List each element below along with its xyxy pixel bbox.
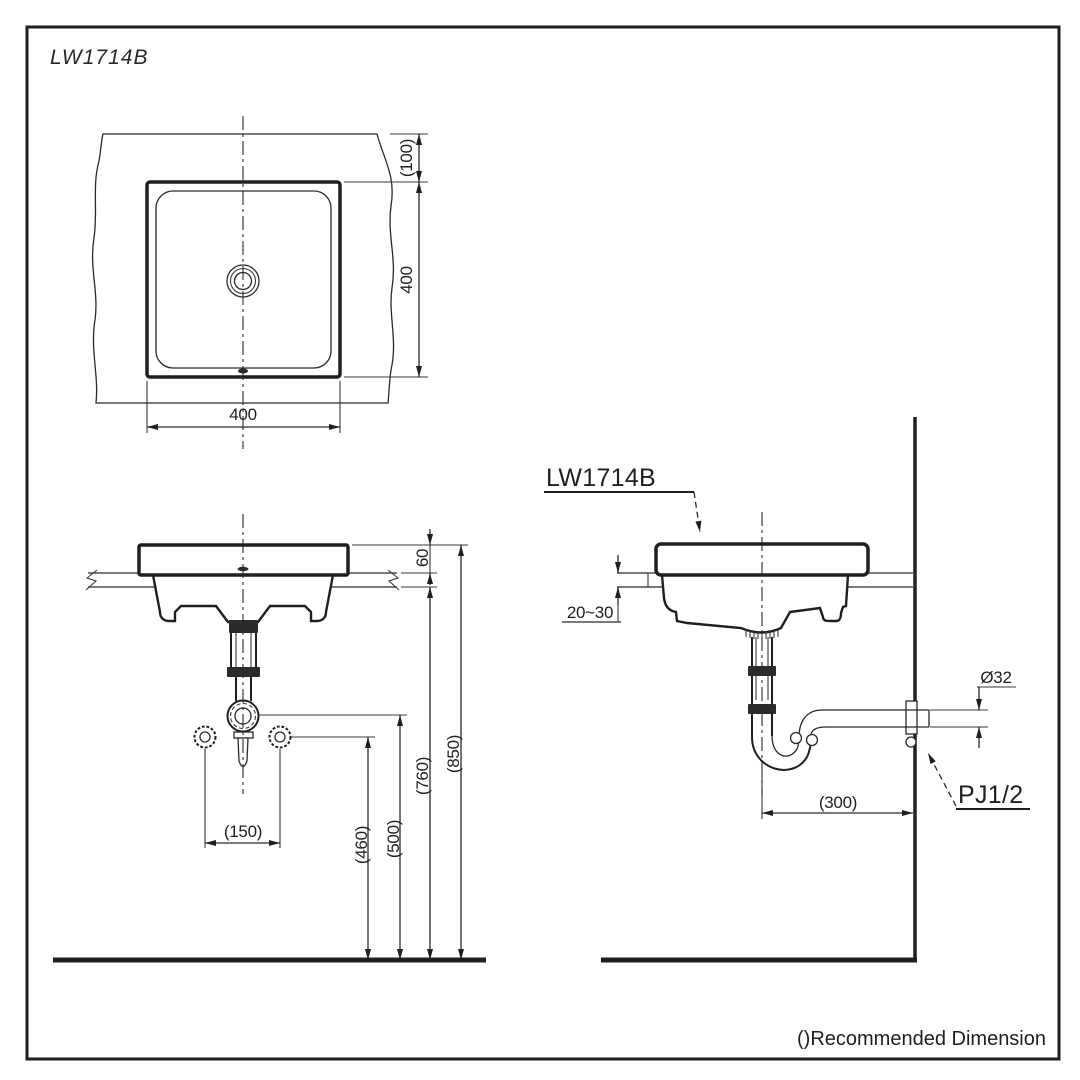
water-supply-right — [268, 725, 292, 749]
leader-line — [927, 752, 957, 807]
dimension-counter-thickness: 20~30 — [562, 555, 621, 623]
escutcheon — [905, 736, 917, 748]
leader-line — [693, 491, 702, 533]
extension-lines — [930, 686, 1016, 728]
dimension-text: 20~30 — [567, 603, 613, 622]
slip-nut-lower — [748, 704, 776, 714]
drawing-title: LW1714B — [50, 46, 148, 69]
dimension-pipe-diameter: Ø32 — [930, 668, 1016, 748]
dimension-drain-to-wall: (300) — [761, 776, 913, 819]
product-label: LW1714B — [546, 464, 656, 492]
dimension-basin-width: 400 — [146, 381, 341, 433]
front-view: (150) (460) (500) 60 (760) (850) — [53, 514, 486, 963]
counter-break-marks — [85, 569, 400, 591]
drain-ribs — [745, 629, 779, 639]
dimension-text: (300) — [819, 793, 857, 812]
dimension-text: (460) — [352, 826, 371, 864]
dimension-text: (150) — [224, 822, 262, 841]
wall-flange — [905, 700, 918, 735]
reference-lines — [259, 714, 407, 738]
extension-lines — [352, 544, 468, 588]
tailpipe-outer — [230, 633, 257, 667]
supply-nut-icon — [193, 725, 217, 749]
fitting-label: PJ1/2 — [958, 781, 1023, 809]
dimension-trap-height: (500) — [384, 715, 403, 960]
dimension-text: Ø32 — [980, 668, 1011, 687]
trap-union-knurl — [229, 702, 257, 730]
tailpipe-side — [751, 637, 773, 737]
drawing-border — [25, 25, 1061, 1061]
union-nut-b — [805, 733, 819, 747]
fitting-callout: PJ1/2 — [927, 752, 1030, 810]
dimension-text: (100) — [397, 139, 416, 177]
drain-flange-side — [745, 629, 779, 639]
counter-outline-broken — [91, 133, 395, 404]
extension-lines — [204, 749, 281, 848]
dimension-supply-height: (460) — [352, 737, 371, 960]
dimension-counter-height: (760) — [413, 587, 433, 960]
dimension-text: 400 — [229, 405, 256, 424]
dimension-text: (850) — [444, 735, 463, 773]
footnote: ()Recommended Dimension — [797, 1028, 1046, 1050]
side-view: Ø32 (300) 20~30 LW1714B PJ1/2 — [544, 417, 1030, 963]
dimension-text: 400 — [397, 266, 416, 293]
dimension-text: 60 — [413, 549, 432, 567]
dimension-rim-above-counter: 60 — [352, 529, 468, 588]
dimension-text: (760) — [413, 757, 432, 795]
top-view: (100) 400 400 — [91, 116, 428, 449]
dimension-rim-height: (850) — [444, 545, 464, 960]
dimension-basin-depth: 400 — [344, 182, 428, 378]
tailpipe-inner — [235, 633, 252, 667]
p-trap — [748, 637, 930, 771]
dimension-text: (500) — [384, 820, 403, 858]
dimension-supply-spacing: (150) — [204, 749, 281, 848]
basin-body-side — [660, 573, 850, 634]
supply-nut-icon — [268, 725, 292, 749]
product-callout: LW1714B — [544, 464, 702, 533]
trap-bend-outer — [751, 735, 812, 771]
tailpipe-lower — [235, 677, 252, 701]
union-nut-a — [789, 731, 803, 745]
supply-hole-icon — [274, 731, 286, 743]
dimension-counter-overhang: (100) — [344, 133, 428, 183]
water-supply-left — [193, 725, 217, 749]
supply-hole-icon — [199, 731, 211, 743]
